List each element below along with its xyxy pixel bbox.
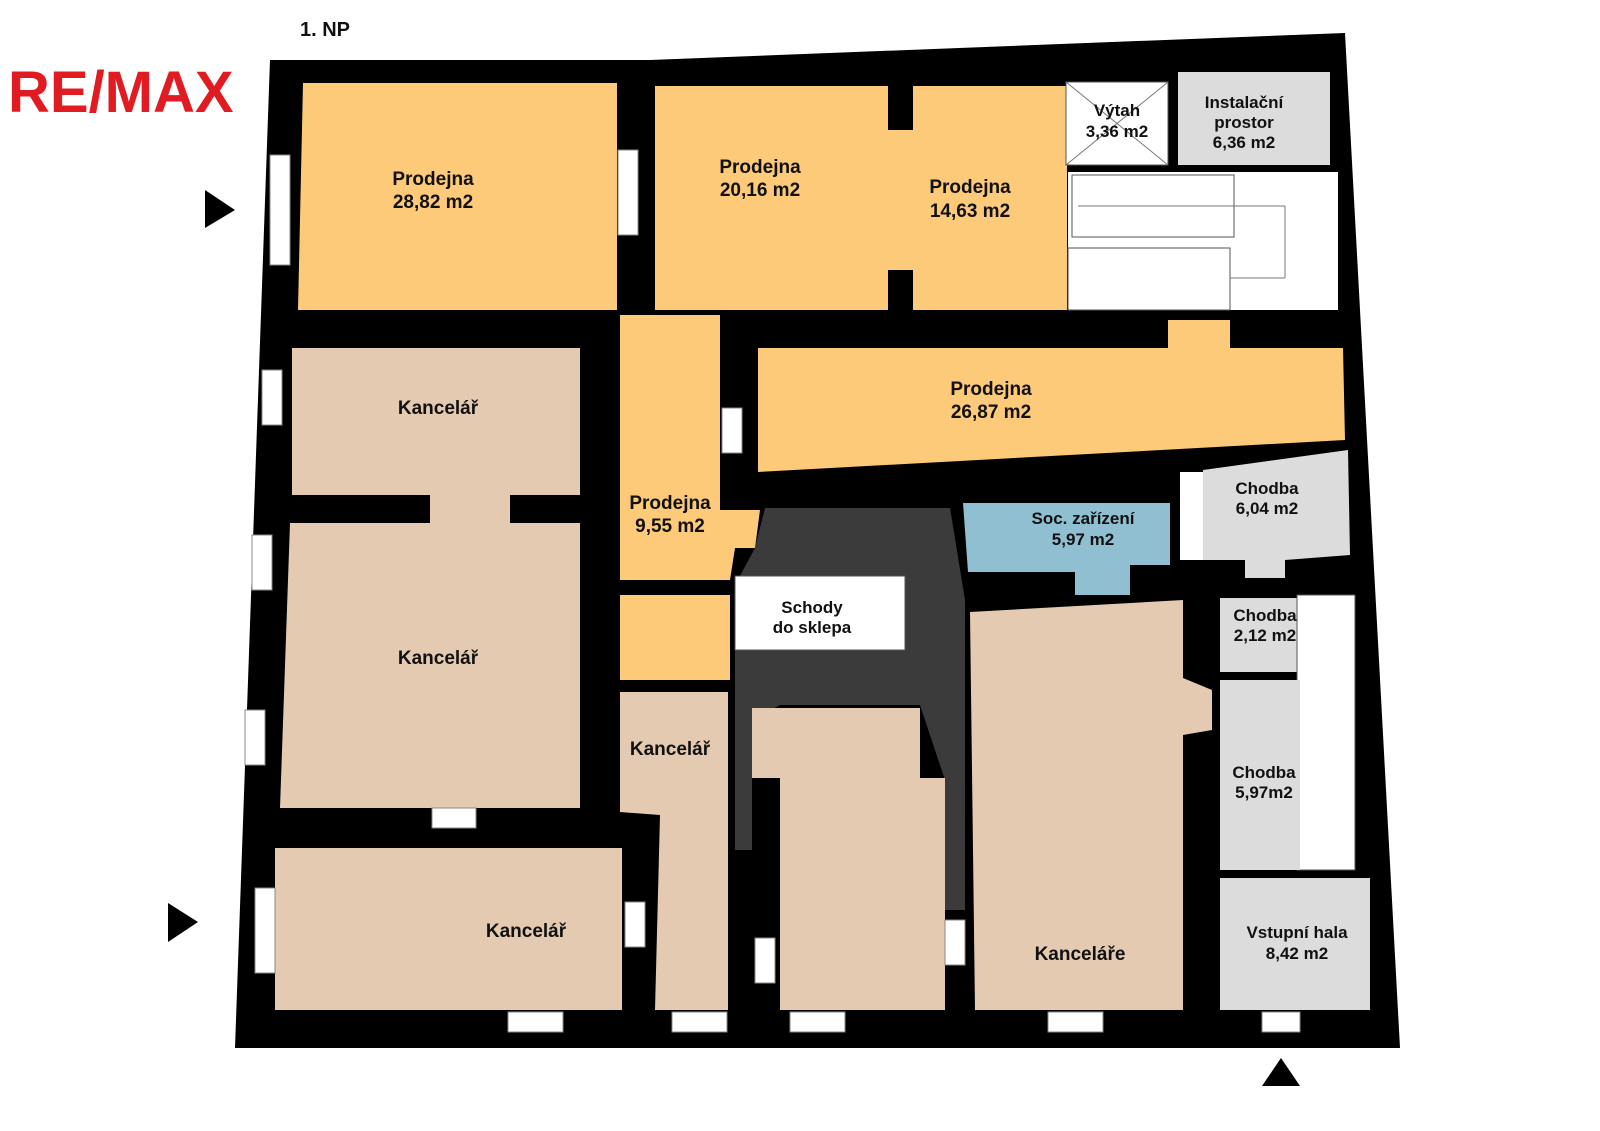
room-chodba-6: [1203, 450, 1350, 578]
room-prodejna-28: [298, 83, 617, 310]
windows: [244, 149, 1301, 1033]
label: 14,63 m2: [930, 201, 1010, 222]
opening: [430, 494, 510, 525]
room-chodba-5: [1220, 680, 1300, 870]
label: Prodejna: [629, 493, 711, 514]
label: 28,82 m2: [393, 192, 473, 213]
label: 6,36 m2: [1213, 133, 1275, 152]
label: Kancelář: [398, 648, 479, 669]
label: Instalační: [1205, 93, 1285, 112]
label: Kancelář: [630, 739, 711, 760]
label: Prodejna: [950, 379, 1032, 400]
stairs-to-basement: [734, 575, 906, 651]
pillar: [888, 270, 913, 310]
room-kancelare: [970, 600, 1212, 1010]
label: Kanceláře: [1035, 944, 1126, 965]
label: 2,12 m2: [1234, 626, 1296, 645]
label: do sklepa: [773, 618, 852, 637]
room-soc-zarizeni: [963, 503, 1170, 595]
label: Chodba: [1235, 479, 1299, 498]
room-kancelar-big: [280, 523, 580, 808]
room-prodejna-20-14: [655, 86, 1067, 310]
room-kancelar-bottom: [275, 848, 622, 1010]
label: Kancelář: [486, 921, 567, 942]
label: Chodba: [1232, 763, 1296, 782]
label: Soc. zařízení: [1032, 509, 1136, 528]
remax-logo: RE/MAX: [8, 60, 234, 125]
small-offices-bottom: [780, 778, 945, 1010]
label: Chodba: [1233, 606, 1297, 625]
floor-title: 1. NP: [300, 19, 350, 41]
entrance-arrow-icon: [168, 903, 198, 942]
label: 3,36 m2: [1086, 122, 1148, 141]
right-staircase: [1296, 594, 1356, 871]
corridor-strip: [1180, 472, 1203, 560]
room-prodejna-9: [620, 315, 760, 580]
label: 26,87 m2: [951, 402, 1031, 423]
label: 20,16 m2: [720, 180, 800, 201]
staircase: [1067, 174, 1286, 311]
room-kancelar-middle: [620, 692, 728, 1010]
room-kancelar-top: [292, 348, 580, 495]
label: Prodejna: [719, 157, 801, 178]
label: prostor: [1214, 113, 1274, 132]
room-vstupni-hala: [1220, 878, 1370, 1010]
room-prodejna-26: [758, 320, 1345, 472]
label: Vstupní hala: [1246, 923, 1348, 942]
room-prodejna-9-lower: [620, 595, 730, 680]
label: Prodejna: [929, 177, 1011, 198]
label: 5,97 m2: [1052, 530, 1114, 549]
entrance-arrow-icon: [1262, 1058, 1300, 1086]
small-offices-top: [752, 708, 920, 778]
label: 6,04 m2: [1236, 499, 1298, 518]
label: Kancelář: [398, 398, 479, 419]
label: Prodejna: [392, 169, 474, 190]
room-chodba-2: [1220, 598, 1300, 672]
label: 8,42 m2: [1266, 944, 1328, 963]
label: 9,55 m2: [635, 516, 705, 537]
label: Schody: [781, 598, 843, 617]
label: 5,97m2: [1235, 783, 1293, 802]
pillar: [888, 84, 913, 130]
label: Výtah: [1094, 101, 1140, 120]
entrance-arrow-icon: [205, 190, 235, 228]
room-instalacni-prostor: [1178, 72, 1330, 165]
